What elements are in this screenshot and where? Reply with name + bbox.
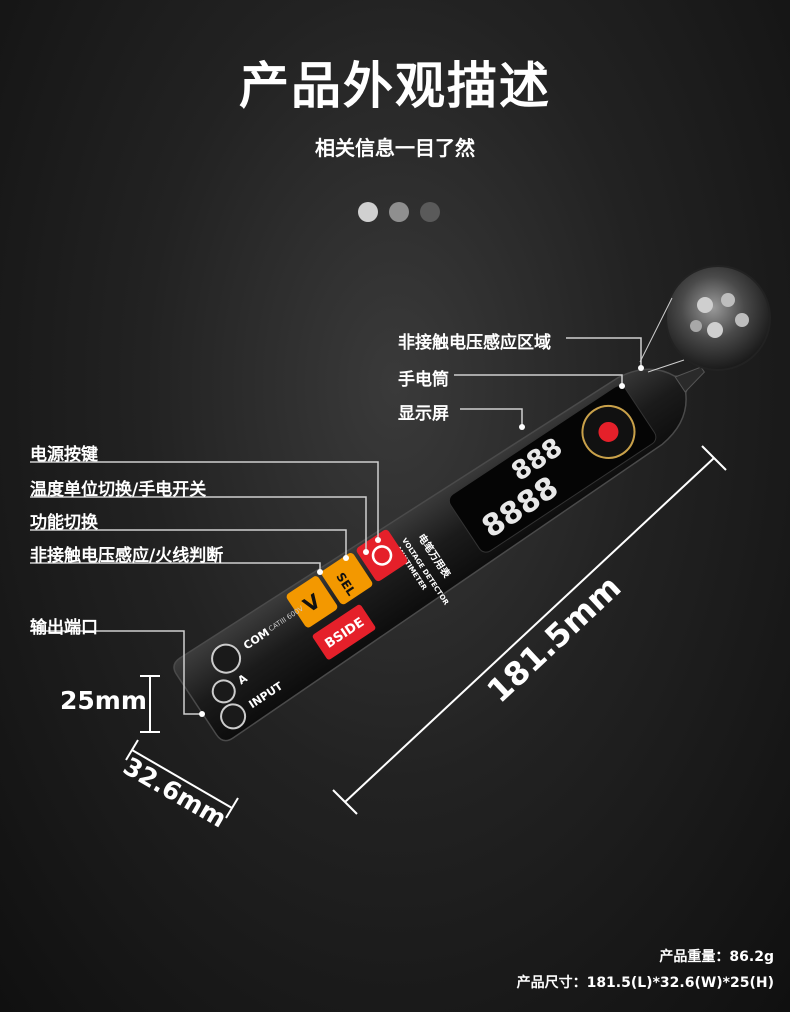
brand-badge — [312, 604, 376, 660]
pager-dot[interactable] — [420, 202, 440, 222]
pager-dot[interactable] — [389, 202, 409, 222]
power-button[interactable] — [355, 528, 409, 582]
callout-temp-flash: 温度单位切换/手电开关 — [30, 480, 207, 500]
callout-ncv-live: 非接触电压感应/火线判断 — [30, 546, 224, 566]
tip-zoom-lens — [665, 265, 771, 371]
page-subtitle: 相关信息一目了然 — [315, 136, 475, 160]
pager-dot[interactable] — [358, 202, 378, 222]
dimension-lines — [125, 445, 727, 819]
ncv-tip — [674, 366, 705, 393]
ncv-button[interactable] — [285, 575, 339, 629]
callout-flashlight: 手电筒 — [398, 370, 449, 390]
page-title: 产品外观描述 — [239, 57, 551, 115]
sel-button[interactable] — [320, 551, 374, 605]
callout-lines — [30, 337, 642, 715]
callout-power-button: 电源按键 — [30, 445, 98, 465]
callout-noncontact-zone: 非接触电压感应区域 — [398, 333, 551, 353]
callout-output-port: 输出端口 — [30, 618, 98, 638]
callout-function-switch: 功能切换 — [30, 513, 98, 533]
callout-display: 显示屏 — [398, 404, 449, 424]
dimension-height: 25mm — [60, 686, 147, 715]
spec-weight: 产品重量：86.2g — [659, 949, 774, 965]
spec-size: 产品尺寸：181.5(L)*32.6(W)*25(H) — [516, 975, 774, 991]
